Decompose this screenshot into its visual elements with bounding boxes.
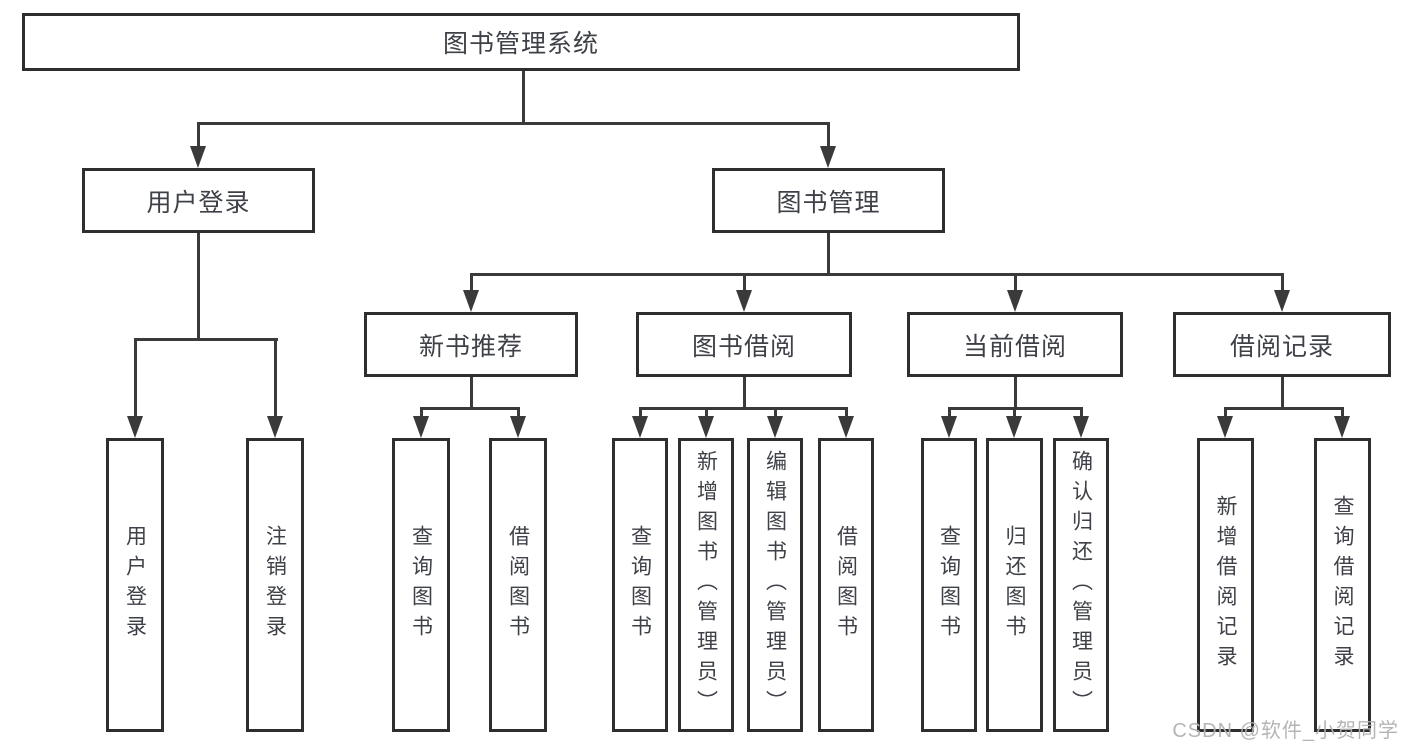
node-root-system-label: 图书管理系统: [442, 30, 599, 58]
connector-user-login-rail: [133, 338, 278, 341]
connector-borrow-records-rail: [1224, 407, 1344, 410]
node-user-login: 用户登录: [82, 168, 315, 233]
connector-new-book-rec-rail: [419, 407, 520, 410]
connector-arrow-edit-book: [766, 407, 784, 438]
leaf-edit-book-admin: 编辑图书（管理员）: [747, 438, 803, 732]
node-current-borrowing-label: 当前借阅: [962, 332, 1067, 361]
connector-book-borrow-rail: [638, 407, 848, 410]
node-book-borrowing: 图书借阅: [636, 312, 852, 377]
connector-arrow-return-book: [1005, 407, 1023, 438]
connector-arrow-borrow-records: [1273, 273, 1291, 312]
connector-arrow-leaf-logout: [266, 338, 284, 438]
connector-root-drop: [521, 71, 525, 122]
leaf-borrow-books-recommend: 借阅图书: [489, 438, 547, 732]
leaf-query-books-recommend-label: 查询图书: [409, 525, 433, 645]
leaf-logout: 注销登录: [246, 438, 304, 732]
connector-arrow-borrow-books-bb: [837, 407, 855, 438]
connector-book-mgmt-drop: [826, 233, 830, 273]
connector-arrow-query-books-rec: [412, 407, 430, 438]
leaf-query-books-borrowing-label: 查询图书: [628, 525, 652, 645]
connector-level3-rail: [469, 273, 1284, 276]
leaf-query-borrow-record: 查询借阅记录: [1314, 438, 1371, 732]
connector-arrow-query-books-cb: [940, 407, 958, 438]
leaf-borrow-books-borrowing: 借阅图书: [818, 438, 874, 732]
leaf-query-books-borrowing: 查询图书: [612, 438, 668, 732]
connector-arrow-add-book: [697, 407, 715, 438]
leaf-add-borrow-record-label: 新增借阅记录: [1214, 495, 1237, 675]
connector-arrow-query-books-bb: [631, 407, 649, 438]
node-book-management-label: 图书管理: [776, 188, 881, 217]
connector-arrow-book-borrow: [735, 273, 753, 312]
connector-arrow-new-book-rec: [462, 273, 480, 312]
leaf-borrow-books-recommend-label: 借阅图书: [506, 525, 530, 645]
leaf-edit-book-admin-label: 编辑图书（管理员）: [763, 450, 787, 720]
leaf-add-borrow-record: 新增借阅记录: [1197, 438, 1254, 732]
leaf-user-login-label: 用户登录: [123, 525, 147, 645]
node-current-borrowing: 当前借阅: [907, 312, 1123, 377]
leaf-add-book-admin: 新增图书（管理员）: [678, 438, 734, 732]
leaf-query-books-current-label: 查询图书: [937, 525, 961, 645]
connector-arrow-user-login: [189, 122, 207, 168]
leaf-query-books-recommend: 查询图书: [392, 438, 450, 732]
leaf-query-books-current: 查询图书: [921, 438, 977, 732]
node-root-system: 图书管理系统: [22, 13, 1020, 71]
leaf-confirm-return-admin-label: 确认归还（管理员）: [1069, 450, 1093, 720]
connector-level2-rail: [197, 122, 830, 125]
node-borrowing-records: 借阅记录: [1173, 312, 1391, 377]
connector-current-borrow-drop: [1013, 377, 1017, 407]
connector-arrow-borrow-books-rec: [509, 407, 527, 438]
node-borrowing-records-label: 借阅记录: [1229, 332, 1334, 361]
node-new-book-recommend: 新书推荐: [364, 312, 578, 377]
connector-arrow-confirm-return: [1072, 407, 1090, 438]
connector-arrow-book-mgmt: [819, 122, 837, 168]
connector-arrow-leaf-user-login: [126, 338, 144, 438]
connector-new-book-rec-drop: [469, 377, 473, 407]
connector-arrow-query-record: [1333, 407, 1351, 438]
node-new-book-recommend-label: 新书推荐: [418, 332, 523, 361]
connector-user-login-drop: [196, 233, 200, 338]
connector-book-borrow-drop: [742, 377, 746, 407]
leaf-logout-label: 注销登录: [263, 525, 287, 645]
csdn-watermark: CSDN @软件_小贺同学: [1172, 720, 1399, 742]
leaf-borrow-books-borrowing-label: 借阅图书: [834, 525, 858, 645]
node-book-borrowing-label: 图书借阅: [691, 332, 796, 361]
connector-arrow-add-record: [1216, 407, 1234, 438]
leaf-query-borrow-record-label: 查询借阅记录: [1331, 495, 1354, 675]
leaf-add-book-admin-label: 新增图书（管理员）: [694, 450, 718, 720]
node-book-management: 图书管理: [712, 168, 945, 233]
leaf-return-book: 归还图书: [986, 438, 1043, 732]
leaf-user-login: 用户登录: [106, 438, 164, 732]
leaf-confirm-return-admin: 确认归还（管理员）: [1053, 438, 1109, 732]
connector-borrow-records-drop: [1280, 377, 1284, 407]
connector-arrow-current-borrow: [1006, 273, 1024, 312]
leaf-return-book-label: 归还图书: [1003, 525, 1026, 645]
node-user-login-label: 用户登录: [146, 188, 251, 217]
